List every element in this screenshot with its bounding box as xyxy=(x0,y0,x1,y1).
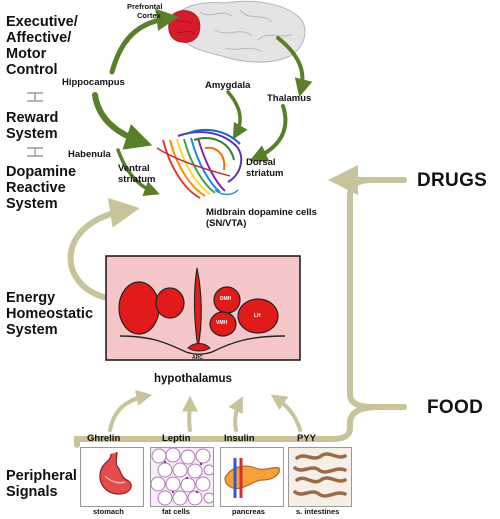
nucleus-label-arc: ARC xyxy=(192,355,203,361)
level-energy-line: System xyxy=(6,322,58,338)
fat-cells-icon xyxy=(151,448,213,506)
label-ventral-line: striatum xyxy=(118,174,156,185)
stomach-icon xyxy=(81,448,143,506)
level-energy: Energy Homeostatic System xyxy=(6,290,93,338)
level-energy-line: Energy xyxy=(6,290,56,306)
label-dorsal-line: Dorsal xyxy=(246,157,276,168)
level-energy-line: Homeostatic xyxy=(6,306,94,322)
level-reward: Reward System xyxy=(6,110,58,142)
striatum-icon xyxy=(156,128,243,199)
level-dopamine-line: Dopamine xyxy=(6,164,77,180)
panel-intestines xyxy=(288,447,352,507)
hormone-insulin: Insulin xyxy=(224,433,255,444)
level-dopamine-line: Reactive xyxy=(6,180,66,196)
hormone-leptin: Leptin xyxy=(162,433,191,444)
level-peripheral: Peripheral Signals xyxy=(6,468,77,500)
hormone-pyy: PYY xyxy=(297,433,317,444)
label-hippocampus: Hippocampus xyxy=(62,77,125,88)
organ-fat-cells: fat cells xyxy=(162,507,190,516)
label-drugs: DRUGS xyxy=(417,170,488,191)
label-midbrain-line: (SN/VTA) xyxy=(206,218,247,229)
level-executive-line: Executive/ xyxy=(6,14,78,30)
level-executive: Executive/ Affective/ Motor Control xyxy=(6,14,78,78)
label-food: FOOD xyxy=(427,397,484,418)
nucleus-lh xyxy=(237,298,279,334)
circuit-arrows xyxy=(92,8,313,197)
label-ventral-line: Ventral xyxy=(118,163,150,174)
label-ventral-striatum: Ventral striatum xyxy=(118,163,155,185)
panel-fat-cells xyxy=(150,447,214,507)
level-executive-line: Affective/ xyxy=(6,30,72,46)
pancreas-icon xyxy=(221,448,283,506)
organ-intestines: s. intestines xyxy=(296,507,340,516)
label-prefrontal: Prefrontal Cortex xyxy=(127,2,162,20)
label-dorsal-striatum: Dorsal striatum xyxy=(246,157,283,179)
level-peripheral-line: Signals xyxy=(6,484,58,500)
level-executive-line: Control xyxy=(6,62,58,78)
hormone-ghrelin: Ghrelin xyxy=(87,433,121,444)
label-prefrontal-line: Cortex xyxy=(137,11,161,20)
hypothalamus-diagram xyxy=(105,255,301,361)
organ-stomach: stomach xyxy=(93,507,124,516)
level-peripheral-line: Peripheral xyxy=(6,468,77,484)
nucleus-label-lh: LH xyxy=(254,313,261,319)
organ-pancreas: pancreas xyxy=(232,507,265,516)
label-dorsal-line: striatum xyxy=(246,168,284,179)
label-prefrontal-line: Prefrontal xyxy=(127,2,163,11)
panel-stomach xyxy=(80,447,144,507)
level-dopamine-line: System xyxy=(6,196,58,212)
nucleus-arc xyxy=(187,343,211,352)
label-habenula: Habenula xyxy=(68,149,111,160)
label-hypothalamus: hypothalamus xyxy=(154,373,232,385)
label-thalamus: Thalamus xyxy=(267,93,312,104)
label-midbrain: Midbrain dopamine cells (SN/VTA) xyxy=(206,207,317,229)
level-executive-line: Motor xyxy=(6,46,47,62)
level-reward-line: System xyxy=(6,126,58,142)
nucleus-label-dmh: DMH xyxy=(220,296,232,302)
panel-pancreas xyxy=(220,447,284,507)
level-connectors xyxy=(27,92,43,157)
level-reward-line: Reward xyxy=(6,110,59,126)
nucleus-left xyxy=(118,281,160,335)
input-arrows xyxy=(67,165,407,448)
intestines-icon xyxy=(289,448,351,506)
nucleus-label-vmh: VMH xyxy=(216,320,228,326)
nucleus-vmh xyxy=(209,311,237,337)
label-amygdala: Amygdala xyxy=(205,80,251,91)
label-midbrain-line: Midbrain dopamine cells xyxy=(206,207,317,218)
level-dopamine: Dopamine Reactive System xyxy=(6,164,76,212)
brain-icon xyxy=(168,0,306,63)
